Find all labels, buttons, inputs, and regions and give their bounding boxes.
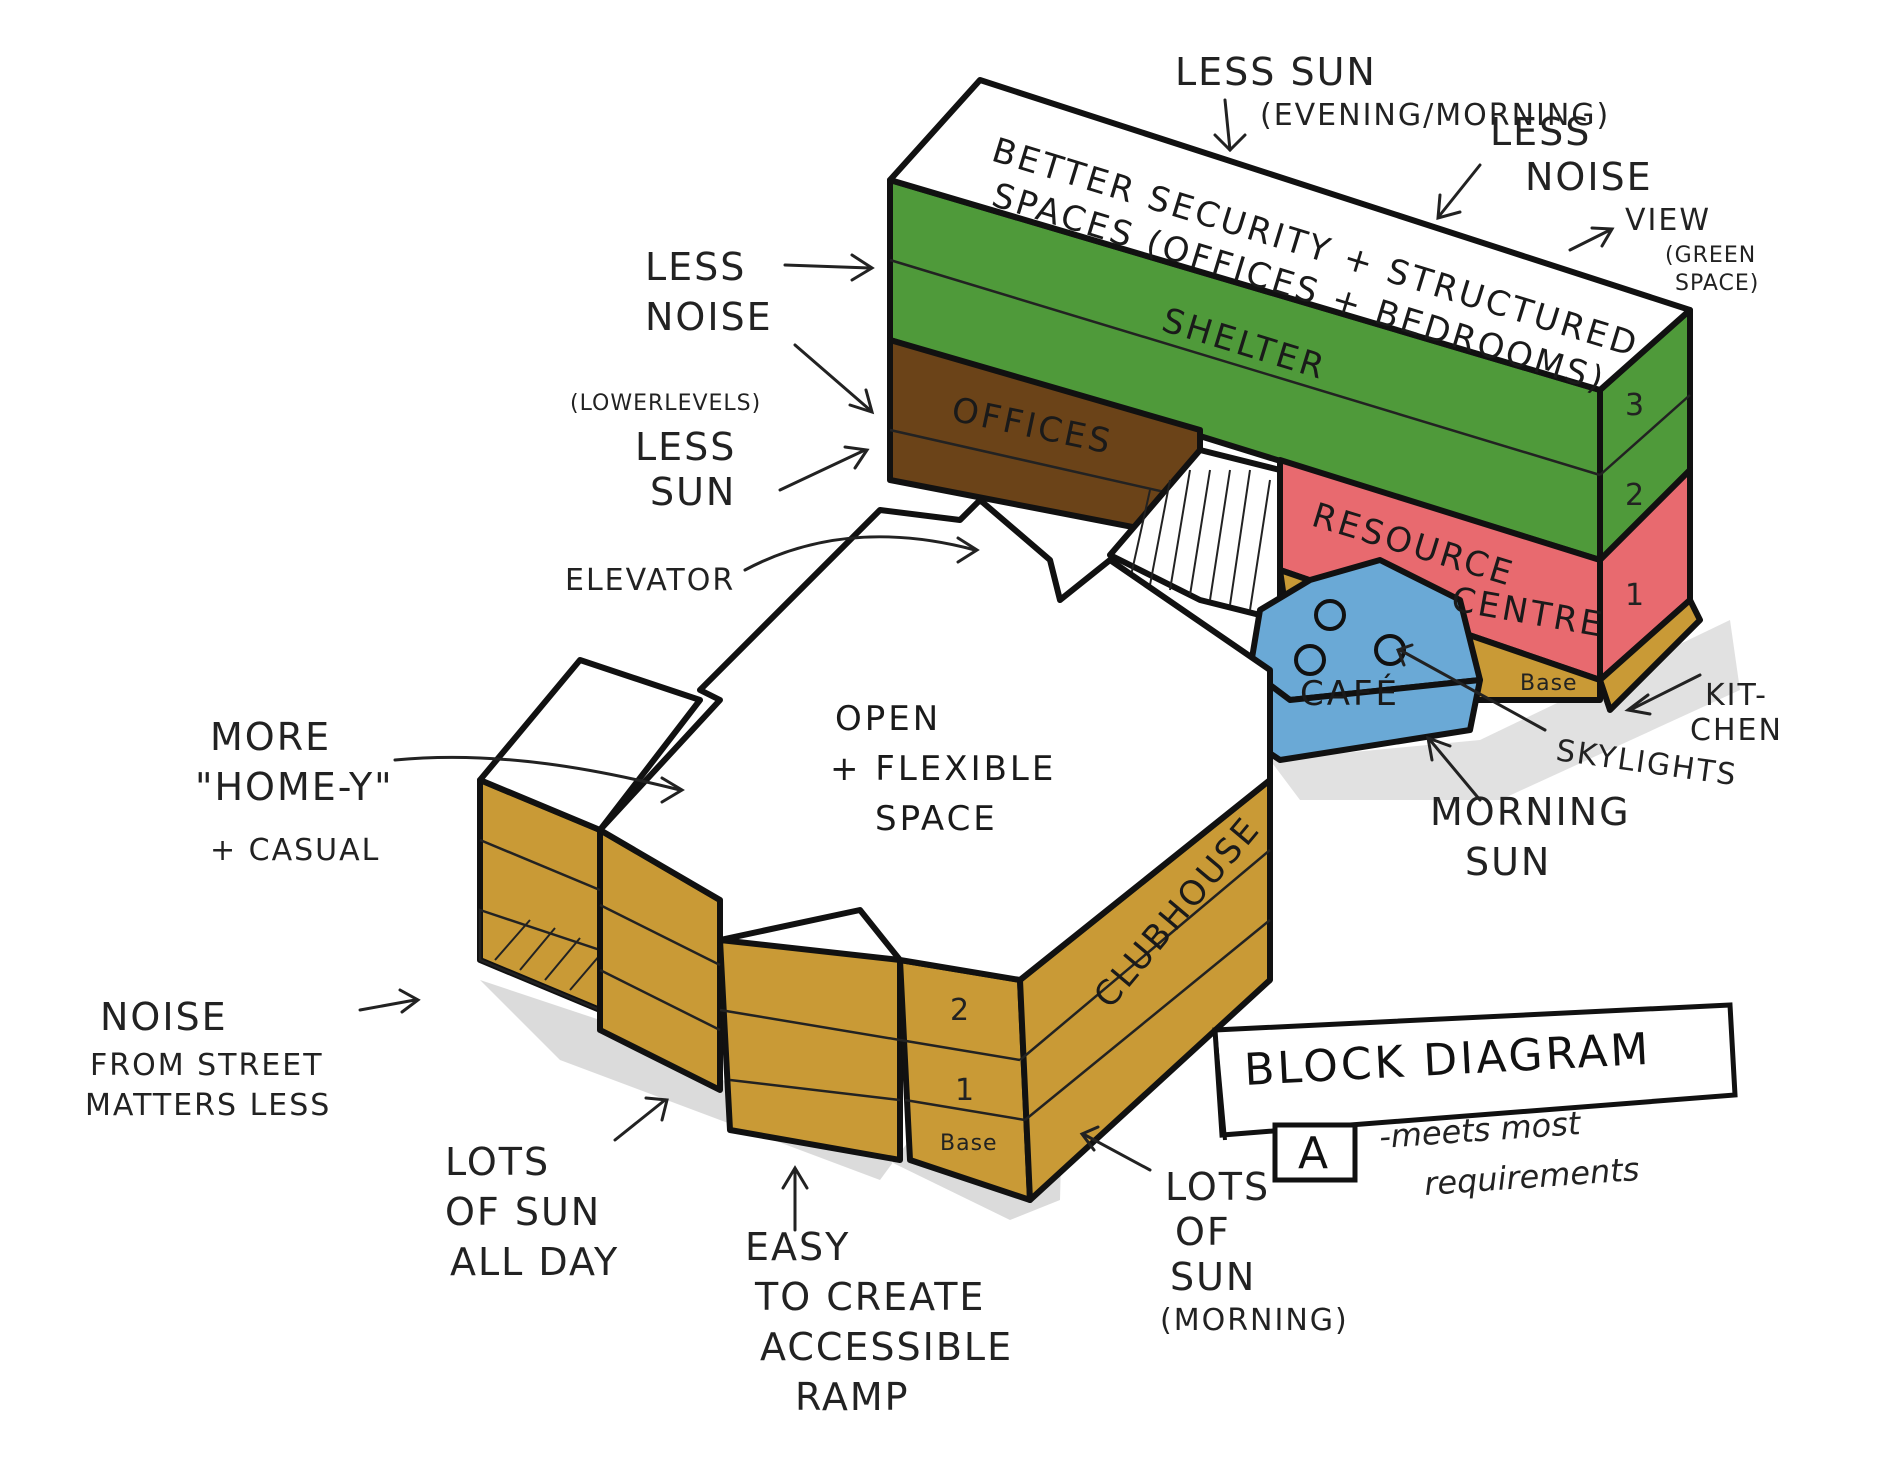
legend-badge-letter: A xyxy=(1298,1128,1331,1179)
less-noise-top-line2: NOISE xyxy=(1525,155,1653,199)
lots-sun-morning-line4: (MORNING) xyxy=(1160,1303,1349,1338)
more-homey-line1: MORE xyxy=(210,715,331,759)
rear-roof xyxy=(887,77,1693,393)
base-rear: Base xyxy=(1520,671,1578,696)
less-sun-left-line1: LESS xyxy=(635,425,736,469)
cafe-block xyxy=(1247,557,1483,763)
lots-sun-morning-line1: LOTS xyxy=(1165,1165,1270,1209)
left-wing-roof xyxy=(477,657,703,833)
rear-side-base xyxy=(1597,597,1703,713)
ramp-line2: TO CREATE xyxy=(754,1275,985,1319)
less-sun-top-line2: (EVENING/MORNING) xyxy=(1260,98,1610,133)
cafe-label: CAFÉ xyxy=(1300,673,1400,714)
morning-sun-line1: MORNING xyxy=(1430,790,1631,834)
view-line1: VIEW xyxy=(1625,203,1711,238)
noise-street-line2: FROM STREET xyxy=(90,1048,324,1083)
rear-block xyxy=(887,77,1703,713)
legend-note-line2: requirements xyxy=(1423,1150,1641,1203)
ramp-line4: RAMP xyxy=(795,1375,910,1419)
elevator-core xyxy=(1107,447,1283,623)
base-front: Base xyxy=(940,1131,998,1156)
arrows xyxy=(358,98,1702,1232)
open-flexible-roof xyxy=(597,497,1273,983)
more-homey-line2: "HOME-Y" xyxy=(195,765,394,809)
lots-sun-morning-line2: OF xyxy=(1175,1210,1231,1254)
morning-sun-line2: SUN xyxy=(1465,840,1551,884)
floor-1-front: 1 xyxy=(955,1073,976,1108)
kitchen-line1: KIT- xyxy=(1705,678,1768,713)
front-face-mid2 xyxy=(717,937,903,1163)
less-noise-left-line1: LESS xyxy=(645,245,746,289)
floor-2-front: 2 xyxy=(950,993,971,1028)
less-sun-top-line1: LESS SUN xyxy=(1175,50,1377,94)
lots-sun-morning-line3: SUN xyxy=(1170,1255,1256,1299)
view-line3: SPACE) xyxy=(1675,271,1759,296)
open-space-line2: + FLEXIBLE xyxy=(830,749,1056,789)
kitchen-line2: CHEN xyxy=(1690,713,1783,748)
front-block xyxy=(477,497,1273,1203)
view-line2: (GREEN xyxy=(1665,243,1756,268)
less-noise-left-line2: NOISE xyxy=(645,295,773,339)
skylight-1 xyxy=(1314,599,1346,631)
ramp-line1: EASY xyxy=(745,1225,850,1269)
skylight-3 xyxy=(1374,634,1406,666)
legend-badge xyxy=(1272,1122,1358,1183)
more-homey-line3: + CASUAL xyxy=(210,833,380,868)
less-sun-left-line2: SUN xyxy=(650,470,736,514)
noise-street-line1: NOISE xyxy=(100,995,228,1039)
noise-street-line3: MATTERS LESS xyxy=(85,1088,331,1123)
legend: BLOCK DIAGRAM A -meets most requirements xyxy=(1212,1002,1738,1203)
ramp-line3: ACCESSIBLE xyxy=(760,1325,1013,1369)
skylight-2 xyxy=(1294,644,1326,676)
open-space-line1: OPEN xyxy=(835,699,941,739)
lots-sun-day-line1: LOTS xyxy=(445,1140,550,1184)
elevator-label: ELEVATOR xyxy=(565,563,735,598)
floor-1-rear: 1 xyxy=(1625,578,1646,613)
less-noise-top-line1: LESS xyxy=(1490,110,1591,154)
floor-2-rear: 2 xyxy=(1625,478,1646,513)
floor-3-rear: 3 xyxy=(1625,388,1646,423)
lots-sun-day-line2: OF SUN xyxy=(445,1190,601,1234)
open-space-line3: SPACE xyxy=(875,799,998,839)
lots-sun-day-line3: ALL DAY xyxy=(450,1240,619,1284)
lower-levels-label: (LOWERLEVELS) xyxy=(570,391,761,416)
annotations: LESS SUN (EVENING/MORNING) LESS NOISE VI… xyxy=(85,50,1783,1419)
